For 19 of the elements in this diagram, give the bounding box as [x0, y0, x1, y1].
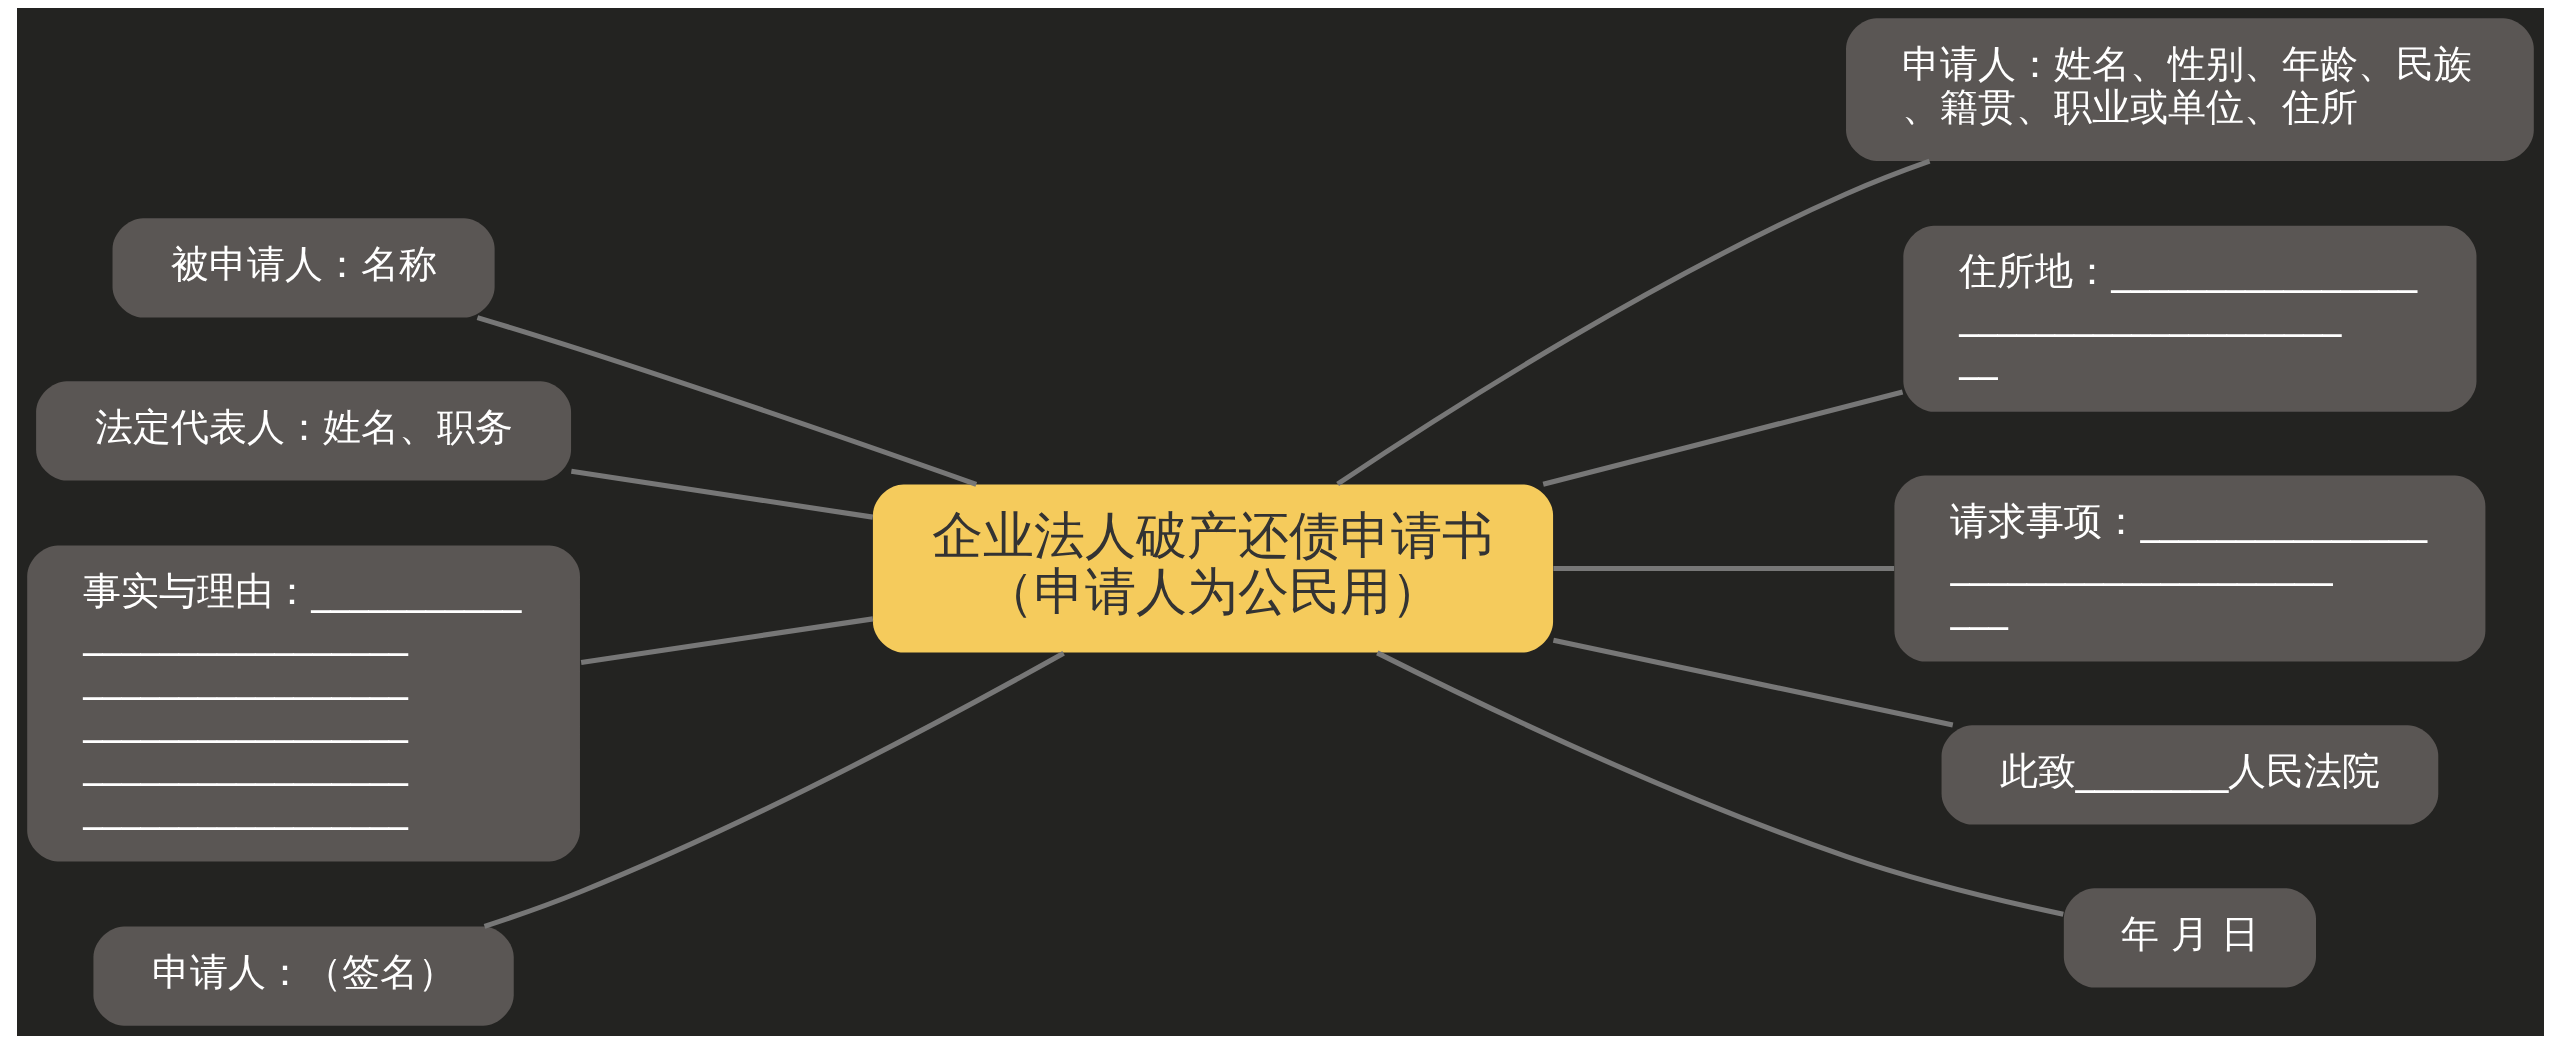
- node-box: 请求事项：______________________________________: [1893, 475, 2485, 662]
- connector: [476, 315, 977, 487]
- node-box: 法定代表人：姓名、职务: [35, 381, 571, 481]
- connector: [570, 468, 873, 520]
- node-box: 年 月 日: [2063, 888, 2316, 988]
- connector: [1335, 158, 1930, 487]
- node-box: 申请人：姓名、性别、年龄、民族、籍贯、职业或单位、住所: [1845, 18, 2534, 161]
- node-box: 申请人：（签名）: [92, 926, 514, 1026]
- connector: [580, 616, 873, 665]
- node-box: 此致________人民法院: [1941, 725, 2438, 825]
- node-box: 被申请人：名称: [112, 218, 495, 318]
- connector: [1542, 389, 1903, 487]
- connector: [483, 651, 1065, 929]
- connector: [1552, 565, 1894, 572]
- node-box: 事实与理由：________________________________________________________________________________________________: [26, 545, 580, 862]
- node-box: 企业法人破产还债申请书（申请人为公民用）: [872, 484, 1553, 653]
- connector: [1375, 650, 2064, 917]
- connector: [1552, 637, 1953, 728]
- node-box: 住所地：______________________________________: [1902, 225, 2476, 412]
